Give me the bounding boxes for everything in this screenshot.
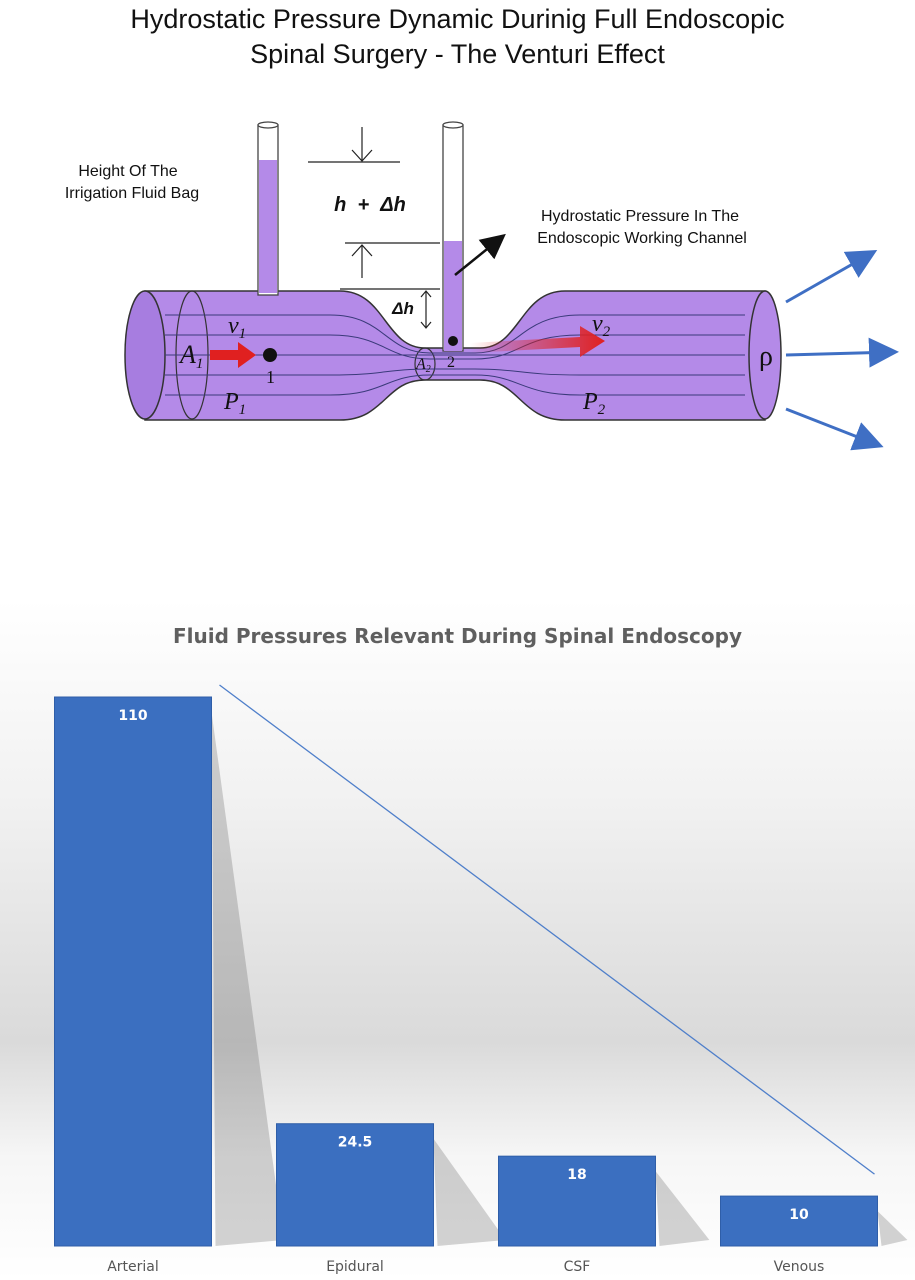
category-label: CSF xyxy=(564,1259,591,1275)
point-2 xyxy=(448,336,458,346)
label-p2: P2 xyxy=(582,389,606,418)
label-point-1: 1 xyxy=(266,367,275,387)
value-label: 18 xyxy=(567,1167,586,1183)
bar-epidural xyxy=(276,1123,434,1247)
outflow-arrow-down xyxy=(785,407,884,451)
label-h-plus-dh: h + Δh xyxy=(334,194,406,216)
title-line-2: Spinal Surgery - The Venturi Effect xyxy=(250,39,665,69)
tube-2-fluid xyxy=(444,241,462,351)
point-1 xyxy=(263,348,277,362)
flow-arrow-2 xyxy=(470,326,605,357)
label-v1: v1 xyxy=(228,313,246,342)
label-channel-line-2: Endoscopic Working Channel xyxy=(537,230,747,247)
bar-arterial xyxy=(54,696,212,1247)
page-title: Hydrostatic Pressure Dynamic Durinig Ful… xyxy=(0,2,915,72)
label-a1: A1 xyxy=(178,340,203,372)
label-point-2: 2 xyxy=(447,354,455,371)
bar-shadow xyxy=(877,1211,908,1246)
chart-title: Fluid Pressures Relevant During Spinal E… xyxy=(172,624,742,648)
pipe-outlet-end xyxy=(748,290,782,420)
value-label: 110 xyxy=(118,708,147,724)
label-rho: ρ xyxy=(759,341,773,372)
bar-shadow xyxy=(433,1138,506,1246)
value-label: 24.5 xyxy=(338,1135,373,1151)
cross-section-a2 xyxy=(414,347,436,381)
label-a2: A2 xyxy=(415,356,431,375)
tube-1-fluid xyxy=(259,160,277,293)
label-channel-line-1: Hydrostatic Pressure In The xyxy=(541,208,739,225)
value-label: 10 xyxy=(789,1207,809,1223)
tube-1-top xyxy=(257,121,279,129)
chart-panel: Fluid Pressures Relevant During Spinal E… xyxy=(0,600,915,1280)
pipe-inlet-end xyxy=(124,290,166,420)
category-label: Venous xyxy=(774,1259,825,1275)
outflow-arrow-mid xyxy=(785,337,899,368)
label-dh: Δh xyxy=(391,299,414,318)
bar-shadow xyxy=(655,1171,710,1246)
category-label: Epidural xyxy=(326,1259,384,1275)
trend-line xyxy=(219,684,875,1175)
label-bag-line-2: Irrigation Fluid Bag xyxy=(65,185,199,202)
height-markers xyxy=(308,127,440,329)
flow-arrow-1 xyxy=(210,342,256,368)
bar-csf xyxy=(498,1155,656,1247)
channel-pointer-arrow xyxy=(454,233,506,276)
bar-venous xyxy=(720,1195,878,1247)
venturi-diagram: Height Of The Irrigation Fluid Bag Hydro… xyxy=(65,121,899,451)
label-bag-line-1: Height Of The xyxy=(78,163,177,180)
tube-2-top xyxy=(442,121,464,129)
title-line-1: Hydrostatic Pressure Dynamic Durinig Ful… xyxy=(130,4,785,34)
label-v2: v2 xyxy=(592,311,611,340)
category-label: Arterial xyxy=(107,1259,159,1275)
bar-shadow xyxy=(211,712,284,1246)
label-p1: P1 xyxy=(223,389,246,418)
outflow-arrow-up xyxy=(785,250,878,304)
